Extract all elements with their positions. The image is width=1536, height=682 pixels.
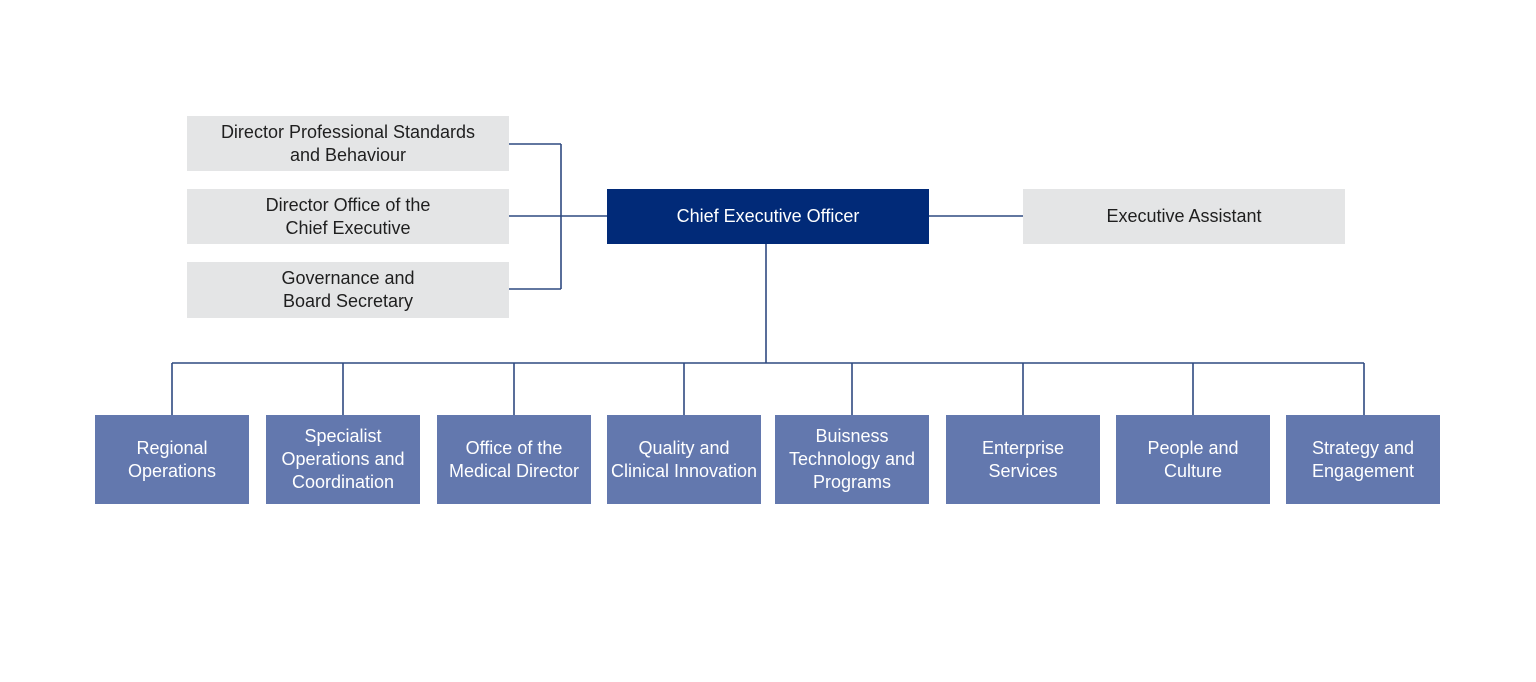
division-label: People and Culture xyxy=(1147,437,1239,481)
ceo-label: Chief Executive Officer xyxy=(676,206,860,226)
staff-box-office-of-chief-executive: Director Office of the Chief Executive xyxy=(187,189,509,244)
division-label: Buisness Technology and Programs xyxy=(788,426,916,492)
staff-box-professional-standards: Director Professional Standards and Beha… xyxy=(187,116,509,171)
division-box-people-culture: People and Culture xyxy=(1116,415,1270,504)
ceo-box: Chief Executive Officer xyxy=(607,189,929,244)
division-box-strategy-engagement: Strategy and Engagement xyxy=(1286,415,1440,504)
staff-label: Director Professional Standards and Beha… xyxy=(220,121,476,165)
division-label: Regional Operations xyxy=(127,437,217,481)
staff-box-governance: Governance and Board Secretary xyxy=(187,262,509,318)
staff-label: Governance and Board Secretary xyxy=(281,268,415,311)
division-box-quality-clinical: Quality and Clinical Innovation xyxy=(607,415,761,504)
assistant-box: Executive Assistant xyxy=(1023,189,1345,244)
division-box-specialist-operations: Specialist Operations and Coordination xyxy=(266,415,420,504)
division-box-medical-director: Office of the Medical Director xyxy=(437,415,591,504)
division-label: Specialist Operations and Coordination xyxy=(281,426,405,492)
staff-label: Director Office of the Chief Executive xyxy=(265,194,431,238)
division-label: Office of the Medical Director xyxy=(448,437,580,481)
division-box-regional-operations: Regional Operations xyxy=(95,415,249,504)
assistant-label: Executive Assistant xyxy=(1106,206,1262,226)
division-box-enterprise-services: Enterprise Services xyxy=(946,415,1100,504)
division-label: Quality and Clinical Innovation xyxy=(610,437,758,481)
division-label: Enterprise Services xyxy=(981,437,1065,481)
division-label: Strategy and Engagement xyxy=(1311,437,1415,481)
division-box-business-technology: Buisness Technology and Programs xyxy=(775,415,929,504)
